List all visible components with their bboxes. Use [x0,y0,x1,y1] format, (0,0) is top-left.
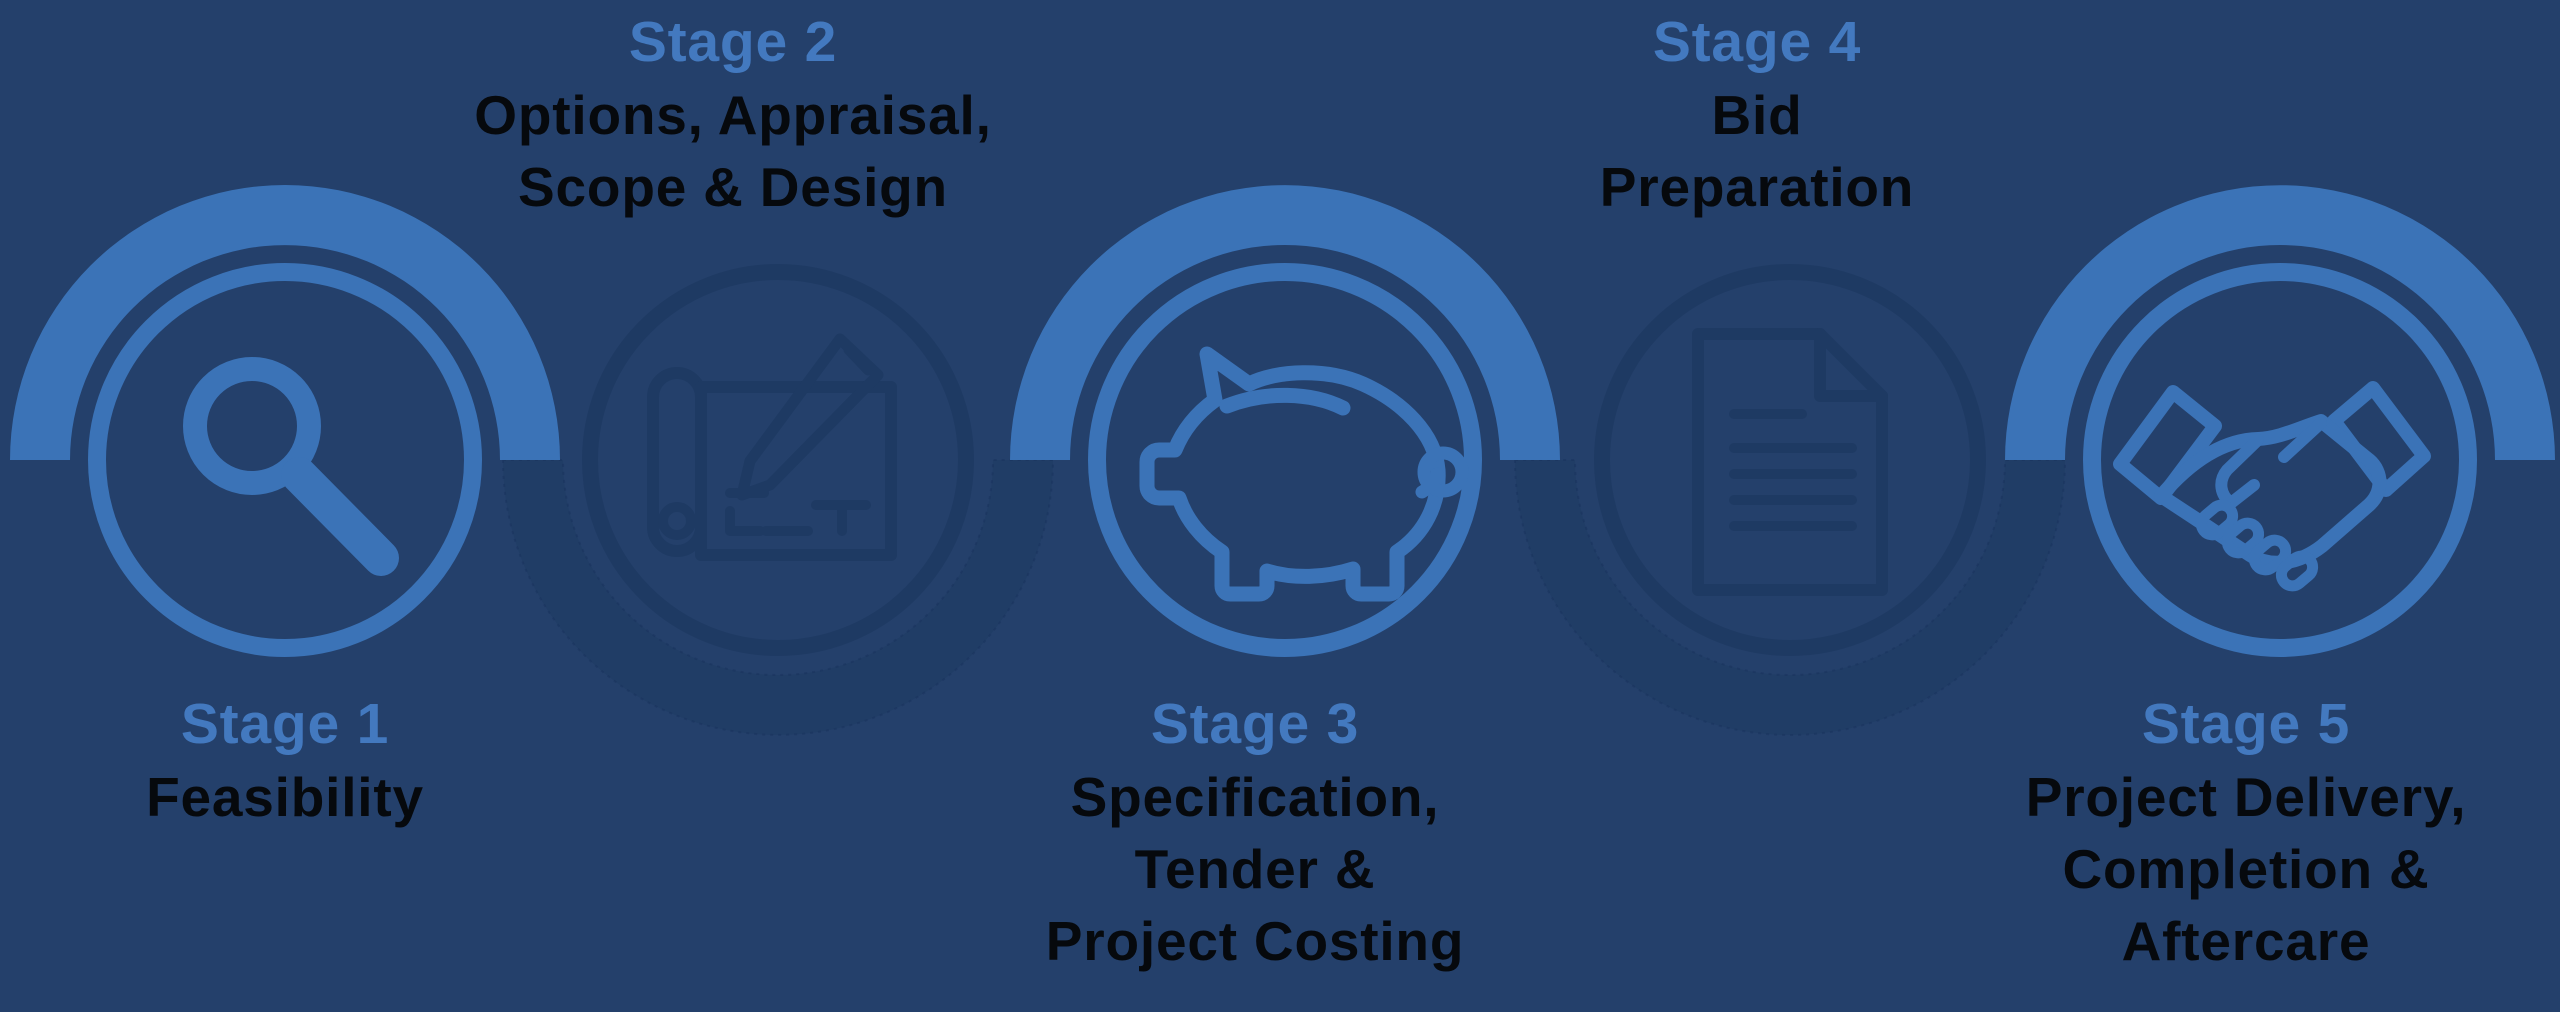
stage-1-arc [10,185,560,460]
stage-2-ring [582,264,974,656]
handshake-icon [2113,381,2431,592]
stage-4-label: Stage 4 Bid Preparation [1427,6,2087,223]
blueprint-pencil-icon [647,333,897,561]
document-icon [1692,328,1888,596]
stage-1-title: Stage 1 [180,692,390,756]
stage-5-line: Aftercare [2121,910,2371,972]
stage-2-line: Scope & Design [518,156,948,218]
stage-1-line: Feasibility [146,766,424,828]
stage-4-line: Bid [1711,84,1803,146]
stage-3-arc [1010,185,1560,460]
stage-1-ring [88,263,482,657]
stage-5-title: Stage 5 [2141,692,2351,756]
stage-5-arc [2005,185,2555,461]
stage-3-label: Stage 3 Specification, Tender & Project … [925,688,1585,977]
stage-4-line: Preparation [1599,156,1915,218]
stage-1-label: Stage 1 Feasibility [0,688,615,833]
stage-5-line: Project Delivery, [2025,766,2467,828]
stage-5-ring [2083,263,2477,657]
stage-2-line: Options, Appraisal, [474,84,992,146]
stage-3-line: Tender & [1134,838,1376,900]
stage-3-line: Specification, [1070,766,1440,828]
stage-2-title: Stage 2 [628,10,838,74]
piggy-bank-icon [1139,346,1469,602]
stage-2-label: Stage 2 Options, Appraisal, Scope & Desi… [403,6,1063,223]
stage-2-arc [501,459,1055,736]
stage-5-label: Stage 5 Project Delivery, Completion & A… [1916,688,2560,977]
stage-5-line: Completion & [2062,838,2430,900]
stage-4-title: Stage 4 [1652,10,1862,74]
stage-3-ring [1088,263,1482,657]
stage-4-ring [1594,264,1986,656]
magnifying-glass-icon [183,357,399,576]
stage-3-title: Stage 3 [1150,692,1360,756]
stage-3-line: Project Costing [1045,910,1465,972]
stage-4-arc [1513,459,2067,736]
